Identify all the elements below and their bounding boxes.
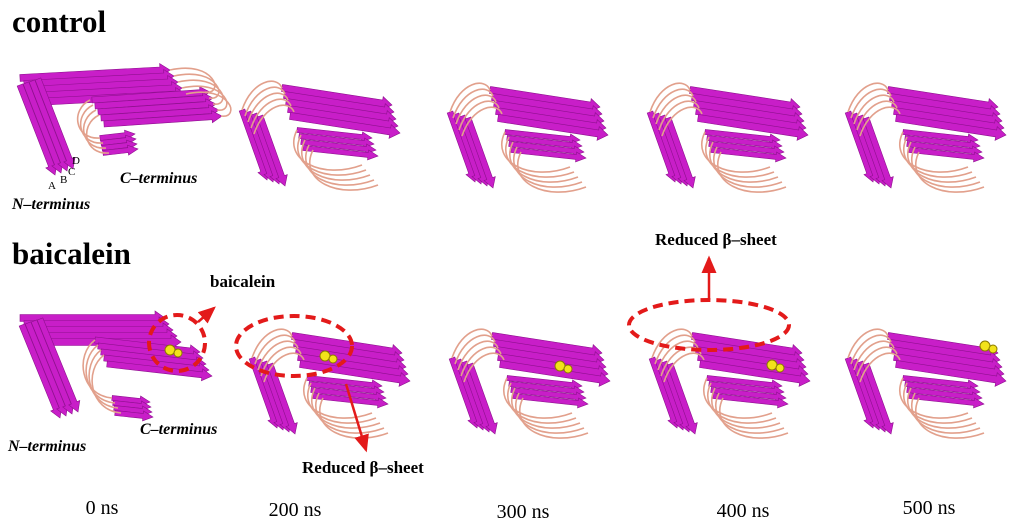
time-label-200: 200 ns	[250, 499, 340, 522]
baicalein-c-terminus-label: C–terminus	[140, 421, 217, 439]
ligand-molecule	[329, 355, 337, 363]
coil	[652, 329, 692, 358]
time-label-300: 300 ns	[478, 501, 568, 524]
control-n-terminus-label: N–terminus	[12, 196, 90, 214]
baicalein-n-terminus-label: N–terminus	[8, 438, 86, 456]
ligand-molecule	[767, 360, 777, 370]
chain-label-b: B	[60, 174, 67, 186]
ligand-molecule	[980, 341, 990, 351]
ligand-molecule	[320, 351, 330, 361]
baicalein-row-title: baicalein	[12, 236, 131, 272]
time-label-0: 0 ns	[57, 497, 147, 520]
ligand-molecule	[989, 345, 997, 353]
coil	[242, 81, 282, 110]
ligand-molecule	[776, 364, 784, 372]
coil	[450, 83, 490, 112]
time-label-400: 400 ns	[698, 500, 788, 523]
ligand-molecule	[564, 365, 572, 373]
reduced-sheet-label-bottom: Reduced β–sheet	[302, 458, 424, 478]
reduced-sheet-label-top: Reduced β–sheet	[655, 230, 777, 250]
ligand-molecule	[174, 349, 182, 357]
chain-label-c: C	[68, 166, 75, 178]
coil	[848, 83, 888, 112]
chain-label-d: D	[72, 155, 80, 167]
coil	[252, 329, 292, 358]
chain-label-a: A	[48, 180, 56, 192]
control-row-title: control	[12, 4, 106, 40]
ligand-molecule	[165, 345, 175, 355]
ligand-callout-arrow	[198, 308, 214, 322]
ligand-molecule	[555, 361, 565, 371]
control-c-terminus-label: C–terminus	[120, 170, 197, 188]
coil	[650, 83, 690, 112]
ligand-callout-label: baicalein	[210, 272, 275, 292]
time-label-500: 500 ns	[884, 497, 974, 520]
coil	[848, 329, 888, 358]
coil	[452, 329, 492, 358]
